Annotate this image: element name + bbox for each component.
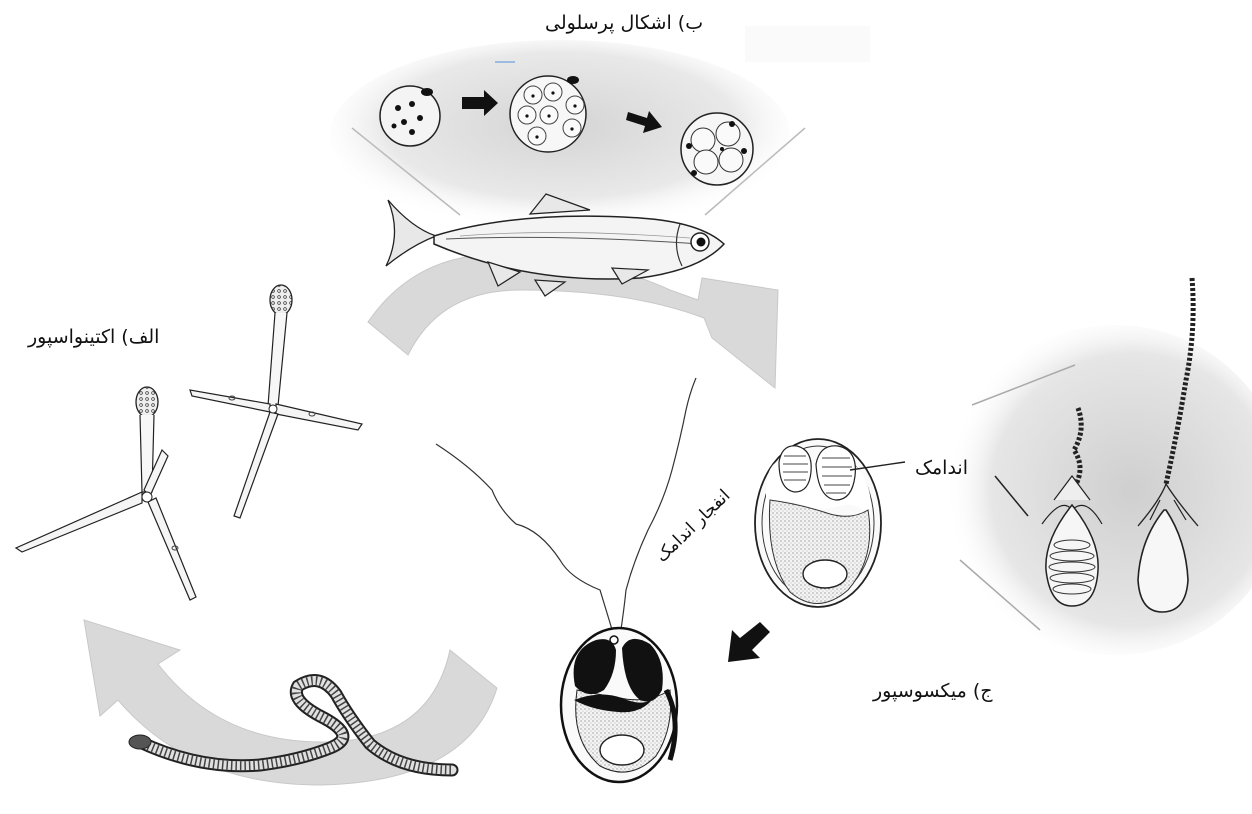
multicellular-forms-label: ب) اشکال پرسلولی	[545, 12, 703, 34]
arrow-myxospore-burst	[728, 622, 770, 662]
polar-capsule-label: اندامک	[915, 457, 968, 479]
myxospore-burst	[561, 628, 677, 782]
myxospore-intact	[755, 439, 905, 607]
multicellular-stage-2	[510, 76, 586, 152]
multicellular-stage-3	[681, 113, 753, 185]
polar-capsule-shade	[945, 325, 1252, 655]
actinospore-small	[190, 285, 362, 518]
actinospore-large	[16, 387, 196, 600]
actinospore-label: الف) اکتینواسپور	[28, 326, 159, 348]
polar-filaments	[436, 378, 696, 636]
myxospore-label: ج) میکسوسپور	[873, 680, 993, 702]
multicellular-stage-1	[380, 86, 440, 146]
